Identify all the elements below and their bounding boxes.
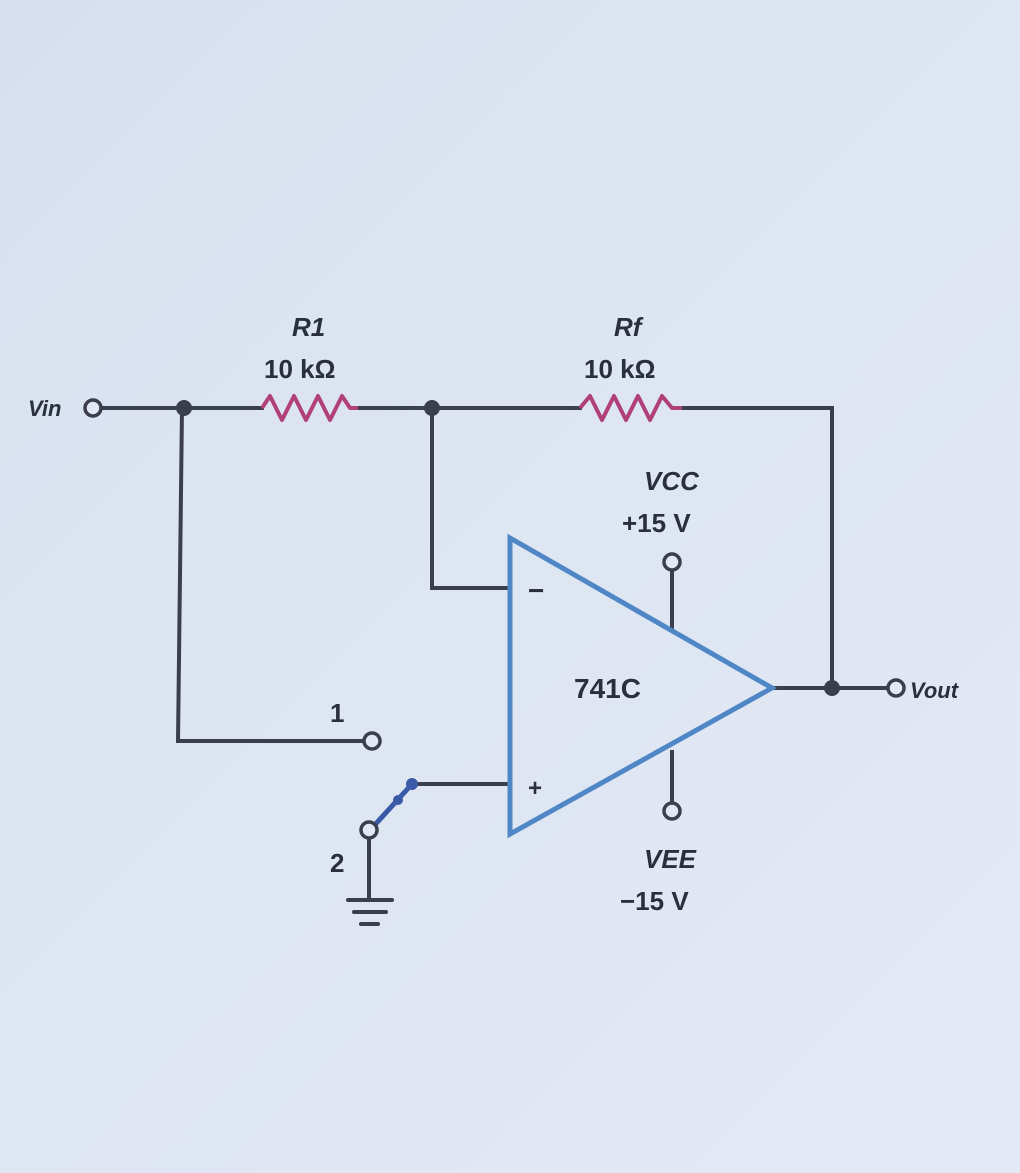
resistor-rf	[578, 394, 682, 422]
rf-value-label: 10 kΩ	[584, 354, 655, 384]
terminals	[83, 398, 906, 840]
switch-pivot	[406, 778, 418, 790]
junction-output	[824, 680, 840, 696]
junction-inverting	[424, 400, 440, 416]
r1-name-label: R1	[292, 312, 325, 342]
resistor-r1	[260, 394, 358, 422]
switch-contact-1[interactable]	[362, 731, 382, 751]
switch-contact-2[interactable]	[359, 820, 379, 840]
vee-name-label: VEE	[644, 844, 697, 874]
vcc-terminal[interactable]	[662, 552, 682, 572]
vin-terminal[interactable]	[83, 398, 103, 418]
wires	[100, 405, 890, 902]
ground-icon	[346, 898, 394, 926]
switch-pos2-label: 2	[330, 848, 344, 878]
wire-to-switch-pos1	[175, 405, 366, 743]
opamp-part-label: 741C	[574, 673, 641, 704]
switch-blade-mid	[393, 795, 403, 805]
switch-blade[interactable]	[369, 781, 415, 831]
wire-to-inverting-input	[430, 406, 510, 590]
opamp-triangle	[507, 533, 778, 839]
vout-label: Vout	[910, 678, 960, 703]
vout-terminal[interactable]	[886, 678, 906, 698]
vee-terminal[interactable]	[662, 801, 682, 821]
junction-vin	[176, 400, 192, 416]
r1-value-label: 10 kΩ	[264, 354, 335, 384]
junctions	[176, 400, 840, 696]
vcc-value-label: +15 V	[622, 508, 691, 538]
opamp-plus-label: +	[528, 775, 542, 802]
rf-name-label: Rf	[614, 312, 644, 342]
vcc-name-label: VCC	[644, 466, 700, 496]
vin-label: Vin	[28, 396, 61, 421]
switch-pos1-label: 1	[330, 698, 344, 728]
vee-value-label: −15 V	[620, 886, 689, 916]
opamp-minus-label: −	[528, 575, 544, 606]
